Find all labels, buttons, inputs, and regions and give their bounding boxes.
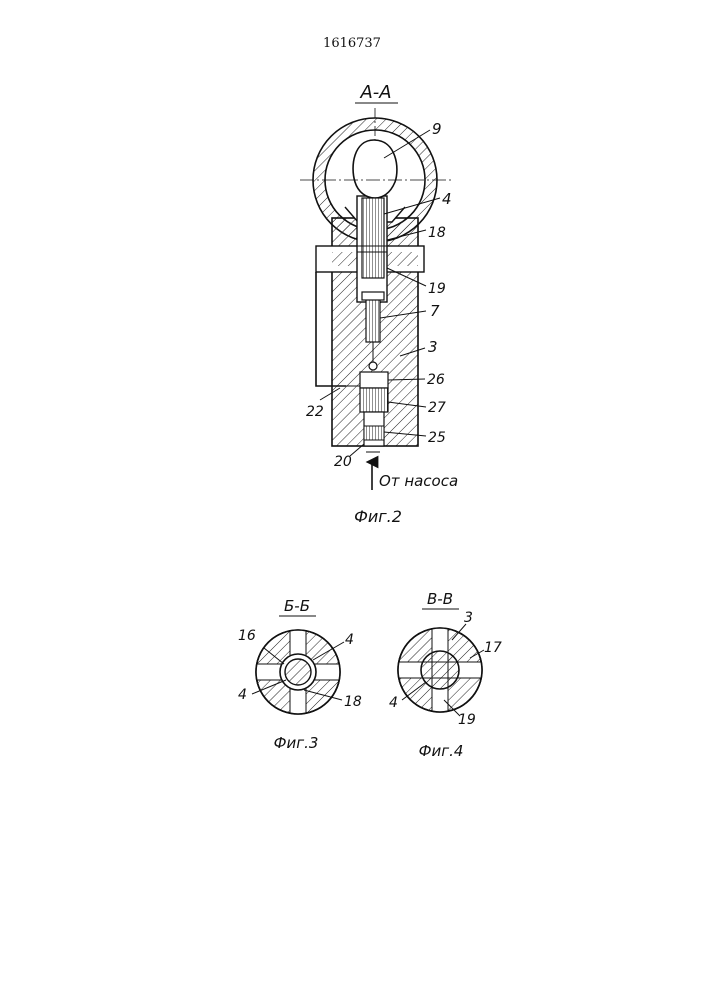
fig4-label-4: 4 (389, 695, 398, 711)
fig4-label-3: 3 (464, 610, 473, 626)
label-7: 7 (430, 302, 440, 320)
label-9: 9 (432, 120, 442, 138)
needle-7 (366, 298, 380, 342)
fig2-caption: Фиг.2 (354, 507, 402, 526)
pump-note: От насоса (379, 472, 458, 490)
fig4-label-19: 19 (458, 712, 476, 728)
label-22: 22 (306, 404, 324, 420)
label-27: 27 (428, 400, 446, 416)
label-20: 20 (334, 454, 352, 470)
ball-end (369, 362, 377, 370)
fig2-section-title: А-А (359, 82, 391, 103)
fig4-label-17: 17 (484, 640, 502, 656)
fig4-caption: Фиг.4 (419, 742, 464, 760)
label-3: 3 (428, 338, 438, 356)
fig4-rod-4 (421, 651, 459, 689)
fig3-label-4-left: 4 (238, 687, 247, 703)
bulb-9 (353, 140, 397, 198)
fig3-label-18: 18 (344, 694, 362, 710)
label-25: 25 (428, 430, 446, 446)
label-4: 4 (442, 190, 452, 208)
fig3-section-title: Б-Б (284, 597, 310, 615)
rod-4 (362, 198, 384, 278)
valve-seat-27 (360, 388, 388, 412)
figure-3: Б-Б 16 4 4 18 Фиг.3 (238, 597, 362, 752)
figure-2: А-А О (300, 82, 458, 526)
fig4-section-title: В-В (427, 590, 453, 608)
fig3-label-4-top: 4 (345, 632, 354, 648)
patent-number: 1616737 (323, 36, 381, 51)
fig3-label-16: 16 (238, 628, 256, 644)
fig3-caption: Фиг.3 (274, 734, 319, 752)
label-18: 18 (428, 225, 446, 241)
label-26: 26 (427, 372, 445, 388)
label-19: 19 (428, 281, 446, 297)
figure-4: В-В 3 17 4 19 Фиг.4 (389, 590, 502, 760)
